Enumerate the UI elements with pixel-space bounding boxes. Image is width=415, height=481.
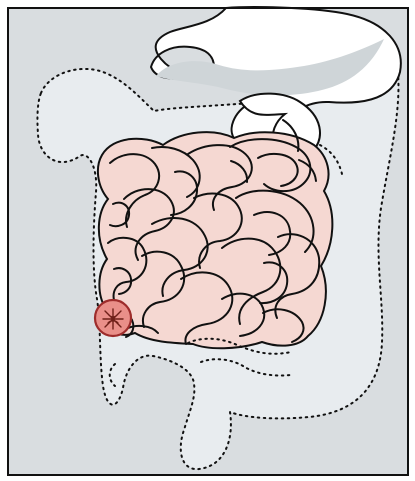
inflamed-appendix (95, 300, 131, 336)
appendix-texture (103, 309, 123, 329)
